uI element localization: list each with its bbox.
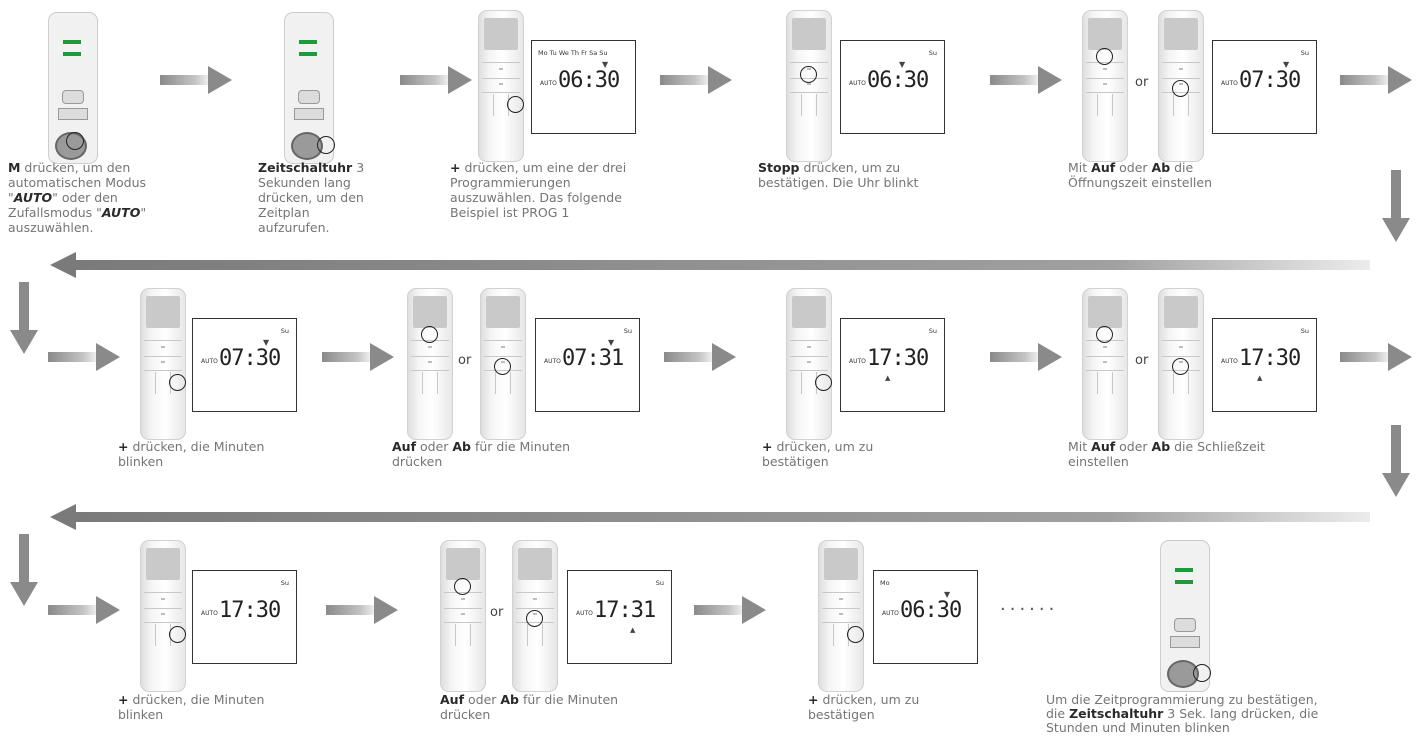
caption-step-4: Stopp drücken, um zu bestätigen. Die Uhr…: [758, 160, 919, 190]
arrow-right-icon: [1340, 343, 1412, 371]
caption-step-5: Mit Auf oder Ab die Öffnungszeit einstel…: [1068, 160, 1213, 190]
timer-button-highlight-circle: [1193, 664, 1211, 682]
arrow-return-left-icon: [50, 504, 1370, 530]
lcd-display: Su AUTO ▼ 07:30: [192, 318, 297, 412]
caption-step-6: + drücken, die Minuten blinken: [118, 439, 265, 469]
or-label: or: [490, 605, 504, 620]
arrow-return-left-icon: [50, 252, 1370, 278]
remote-back-image: [284, 12, 335, 164]
remote-front-image: [1082, 10, 1128, 162]
down-button-highlight-circle: [1172, 358, 1189, 375]
continuation-dots: ......: [1000, 594, 1059, 615]
arrow-right-icon: [160, 66, 232, 94]
up-button-highlight-circle: [454, 578, 471, 595]
or-label: or: [458, 353, 472, 368]
remote-front-image: [407, 288, 453, 440]
or-label: or: [1135, 75, 1149, 90]
remote-front-image: [478, 10, 524, 162]
up-button-highlight-circle: [1096, 48, 1113, 65]
lcd-display: Su AUTO ▼ 06:30: [840, 40, 945, 134]
remote-front-image: [818, 540, 864, 692]
remote-front-image: [440, 540, 486, 692]
caption-step-1: M drücken, um den automatischen Modus "A…: [8, 160, 147, 235]
caption-step-3: + drücken, um eine der drei Programmieru…: [450, 160, 627, 220]
plus-button-highlight-circle: [815, 374, 832, 391]
remote-front-image: [1158, 10, 1204, 162]
m-button-highlight-circle: [66, 132, 84, 150]
or-label: or: [1135, 353, 1149, 368]
plus-button-highlight-circle: [169, 626, 186, 643]
remote-front-image: [1082, 288, 1128, 440]
caption-step-10: + drücken, die Minuten blinken: [118, 692, 265, 722]
remote-front-image: [1158, 288, 1204, 440]
plus-button-highlight-circle: [169, 374, 186, 391]
lcd-display: Su AUTO 17:30: [192, 570, 297, 664]
arrow-right-icon: [664, 343, 736, 371]
timer-button-highlight-circle: [317, 136, 335, 154]
arrow-right-icon: [990, 343, 1062, 371]
arrow-down-icon: [10, 282, 38, 354]
caption-step-9: Mit Auf oder Ab die Schließzeit einstell…: [1068, 439, 1266, 469]
arrow-right-icon: [326, 596, 398, 624]
lcd-display: Su AUTO 17:31 ▲: [567, 570, 672, 664]
lcd-display: Su AUTO 17:30 ▲: [840, 318, 945, 412]
remote-front-image: [140, 288, 186, 440]
caption-step-13: Um die Zeitprogrammierung zu bestätigen,…: [1046, 692, 1319, 735]
lcd-display: Su AUTO 17:30 ▲: [1212, 318, 1317, 412]
lcd-display: Mo Tu We Th Fr Sa Su AUTO ▼ 06:30: [531, 40, 636, 134]
caption-step-12: + drücken, um zu bestätigen: [808, 692, 920, 722]
remote-front-image: [140, 540, 186, 692]
down-button-highlight-circle: [494, 358, 511, 375]
remote-front-image: [480, 288, 526, 440]
caption-step-2: Zeitschaltuhr 3 Sekunden lang drücken, u…: [258, 160, 365, 235]
up-button-highlight-circle: [1096, 326, 1113, 343]
arrow-right-icon: [990, 66, 1062, 94]
arrow-right-icon: [48, 343, 120, 371]
remote-back-image: [48, 12, 98, 164]
arrow-down-icon: [1382, 425, 1410, 497]
remote-front-image: [512, 540, 558, 692]
down-button-highlight-circle: [526, 610, 543, 627]
caption-step-11: Auf oder Ab für die Minuten drücken: [440, 692, 619, 722]
up-button-highlight-circle: [421, 326, 438, 343]
arrow-right-icon: [1340, 66, 1412, 94]
lcd-display: Su AUTO ▼ 07:31: [535, 318, 640, 412]
lcd-display: Mo AUTO ▼ 06:30: [873, 570, 978, 664]
caption-step-7: Auf oder Ab für die Minuten drücken: [392, 439, 571, 469]
plus-button-highlight-circle: [847, 626, 864, 643]
stop-button-highlight-circle: [800, 66, 817, 83]
remote-back-image: [1160, 540, 1211, 692]
down-button-highlight-circle: [1172, 80, 1189, 97]
lcd-display: Su AUTO ▼ 07:30: [1212, 40, 1317, 134]
arrow-down-icon: [10, 534, 38, 606]
plus-button-highlight-circle: [507, 96, 524, 113]
arrow-right-icon: [694, 596, 766, 624]
caption-step-8: + drücken, um zu bestätigen: [762, 439, 874, 469]
arrow-right-icon: [660, 66, 732, 94]
arrow-down-icon: [1382, 170, 1410, 242]
remote-front-image: [786, 288, 832, 440]
arrow-right-icon: [48, 596, 120, 624]
remote-front-image: [786, 10, 832, 162]
arrow-right-icon: [322, 343, 394, 371]
arrow-right-icon: [400, 66, 472, 94]
